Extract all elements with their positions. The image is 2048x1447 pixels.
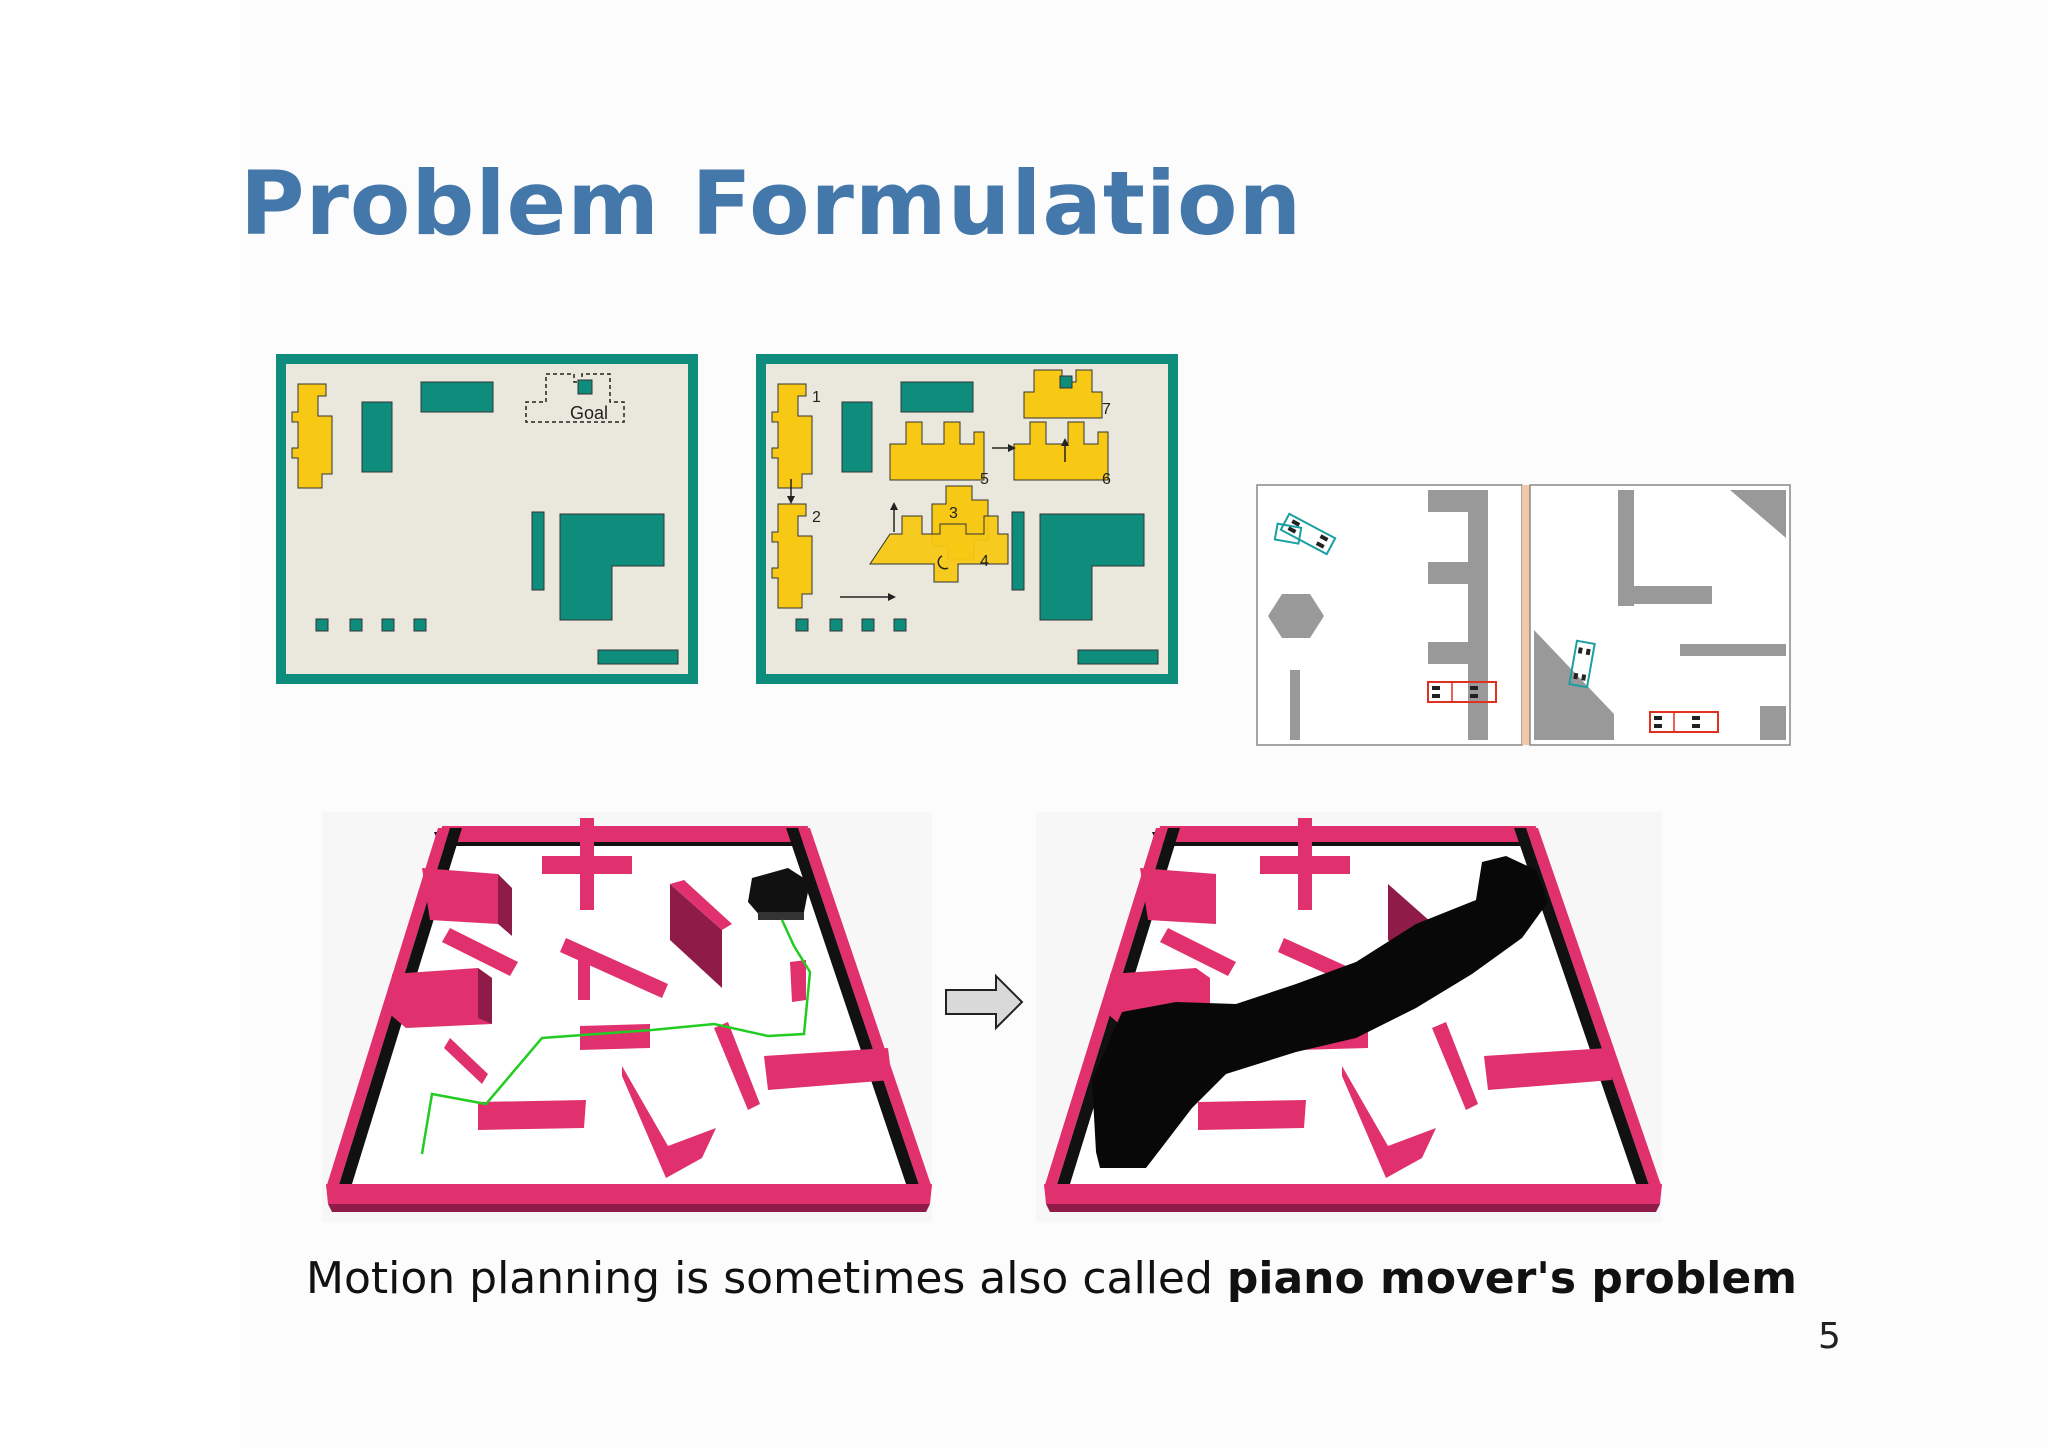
arrow-up: [890, 502, 898, 510]
maze-block: [1160, 928, 1236, 976]
block-teal: [315, 618, 329, 632]
l-block-teal: [559, 513, 665, 621]
maze-block: [1342, 1066, 1436, 1178]
piece-yellow-7: [1023, 369, 1103, 419]
goal-outline: [525, 373, 625, 423]
car-teal-trailer: [1273, 522, 1303, 545]
swept-volume: [1092, 856, 1548, 1168]
block-teal: [531, 511, 545, 591]
caption-emphasis: piano mover's problem: [1226, 1253, 1798, 1304]
maze-block: [580, 1024, 650, 1050]
car-red: [1649, 711, 1719, 733]
maze-wall-right: [798, 828, 932, 1188]
slide-caption: Motion planning is sometimes also called…: [306, 1253, 1797, 1304]
parking-panel-right: [1529, 484, 1791, 746]
arrow-right-icon: [944, 972, 1026, 1032]
planned-path: [420, 919, 812, 1155]
goal-marker: [577, 379, 593, 395]
maze-block: [1140, 868, 1216, 924]
block-teal: [861, 618, 875, 632]
step-label-5: 5: [980, 471, 989, 488]
car-teal: [1568, 639, 1596, 689]
piano-maze-swept: [1036, 812, 1662, 1222]
maze-block: [790, 960, 806, 1002]
slide-title: Problem Formulation: [240, 152, 1303, 255]
piano-maze-path: [322, 812, 932, 1222]
block-teal: [413, 618, 427, 632]
caption-text: Motion planning is sometimes also called: [306, 1253, 1227, 1304]
arrow-down: [787, 496, 795, 504]
maze-wall-right: [1526, 828, 1662, 1188]
maze-wall-front: [1044, 1184, 1662, 1204]
step-label-1: 1: [812, 389, 821, 406]
block-teal: [795, 618, 809, 632]
goal-label: Goal: [570, 403, 608, 423]
piece-yellow-5: [889, 421, 985, 481]
maze-block: [392, 968, 492, 1028]
maze-wall-left: [1044, 828, 1168, 1188]
maze-block: [560, 938, 668, 998]
arrow-up: [1061, 438, 1069, 446]
maze-block: [1484, 1048, 1612, 1090]
hexagon-obstacle: [1268, 594, 1324, 638]
piece-yellow-2: [771, 503, 813, 609]
block-teal: [361, 401, 393, 473]
block-teal: [381, 618, 395, 632]
maze-block: [1198, 1100, 1306, 1130]
piece-yellow-1: [771, 383, 813, 489]
car-parking-figure: [1256, 482, 1792, 748]
maze-block: [478, 1100, 586, 1130]
car-teal: [1279, 512, 1337, 556]
piece-yellow-4: [869, 515, 1009, 583]
floorplan-initial: Goal: [276, 354, 698, 684]
floorplan-solution: 1 2 5 6 7 3 4: [756, 354, 1178, 684]
block-teal: [1011, 511, 1025, 591]
step-label-3: 3: [949, 505, 958, 522]
maze-block: [444, 1038, 488, 1084]
block-teal: [893, 618, 907, 632]
piece-yellow-1: [291, 383, 333, 489]
maze-wall-left: [326, 828, 450, 1188]
maze-wall-back: [1158, 826, 1536, 842]
arrow-right: [888, 593, 896, 601]
maze-block: [1432, 1022, 1478, 1110]
block-teal: [829, 618, 843, 632]
maze-block: [622, 1066, 716, 1178]
step-label-6: 6: [1102, 471, 1111, 488]
step-label-2: 2: [812, 509, 821, 526]
block-teal: [349, 618, 363, 632]
block-teal: [1077, 649, 1159, 665]
piece-yellow-6: [1013, 421, 1109, 481]
maze-block: [670, 884, 722, 988]
arrow-right: [1008, 444, 1016, 452]
block-teal: [841, 401, 873, 473]
step-label-7: 7: [1102, 401, 1111, 418]
car-red: [1427, 681, 1497, 703]
maze-block: [764, 1048, 892, 1090]
maze-block: [714, 1022, 760, 1110]
page-number: 5: [1818, 1316, 1841, 1357]
rotate-arrow: [937, 555, 949, 570]
maze-block: [422, 868, 498, 924]
l-block-teal: [1039, 513, 1145, 621]
maze-wall-back: [440, 826, 808, 842]
block-teal: [597, 649, 679, 665]
block-teal: [420, 381, 494, 413]
piano-icon: [748, 868, 810, 918]
maze-block: [442, 928, 518, 976]
step-label-4: 4: [980, 553, 989, 570]
block-teal: [900, 381, 974, 413]
maze-wall-front: [326, 1184, 932, 1204]
